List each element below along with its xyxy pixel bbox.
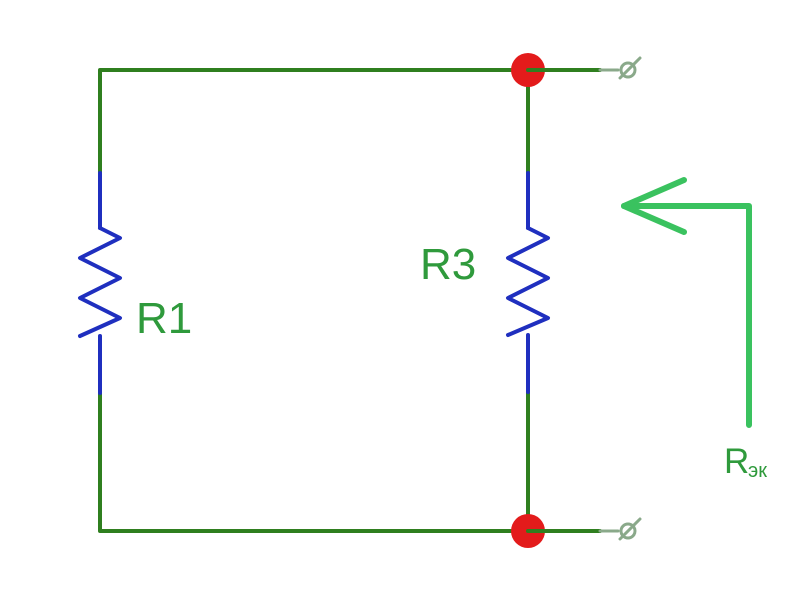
zigzag-resistor-icon bbox=[506, 226, 550, 337]
req-subscript-label: эк bbox=[748, 460, 767, 482]
top-terminal-slash bbox=[618, 56, 642, 80]
bottom-terminal-slash bbox=[618, 517, 642, 541]
resistor-r1: R1 bbox=[78, 226, 192, 343]
zigzag-resistor-icon bbox=[78, 226, 122, 338]
equivalent-resistance-arrow-head-upper bbox=[621, 177, 687, 209]
bottom-terminal bbox=[526, 517, 642, 541]
left-bottom-right-wire bbox=[98, 390, 530, 533]
equivalent-resistance-label: R эк bbox=[724, 442, 767, 482]
open-terminal-icon bbox=[619, 61, 637, 79]
equivalent-resistance-arrow-icon bbox=[621, 203, 752, 428]
req-main-label: R bbox=[724, 442, 749, 481]
r3-label: R3 bbox=[420, 240, 476, 289]
equivalent-resistance-arrow bbox=[621, 177, 752, 428]
top-terminal bbox=[526, 56, 642, 80]
r1-label: R1 bbox=[136, 294, 192, 343]
open-terminal-icon bbox=[619, 522, 637, 540]
wire-network bbox=[98, 68, 530, 533]
resistor-r3: R3 bbox=[420, 226, 550, 337]
left-top-right-wire bbox=[98, 68, 530, 175]
equivalent-resistance-arrow-head-lower bbox=[621, 203, 687, 235]
